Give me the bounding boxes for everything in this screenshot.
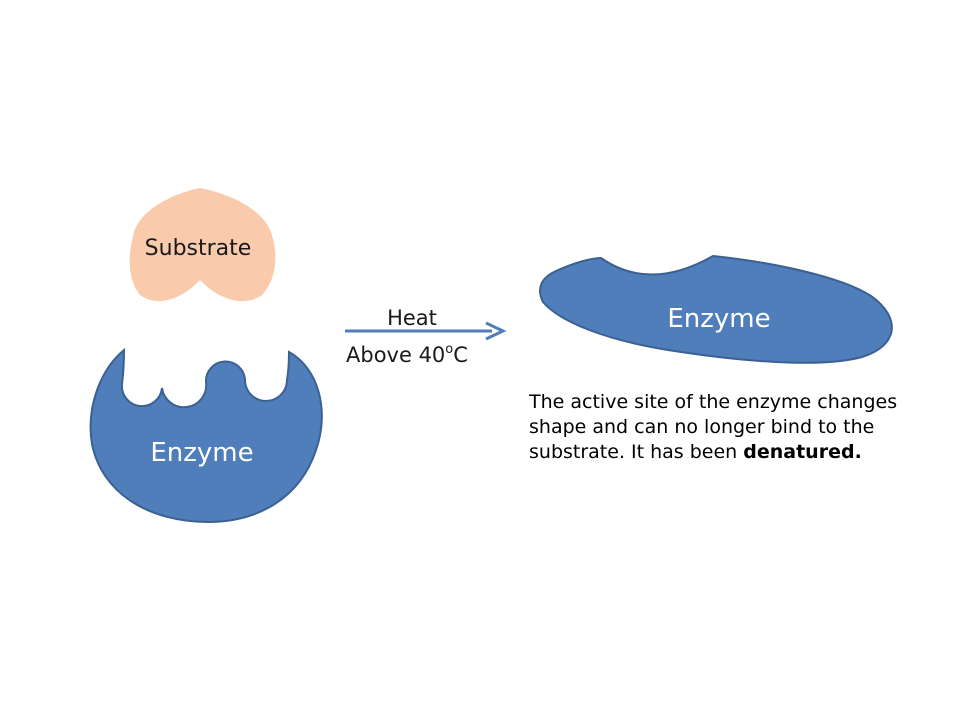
arrow-label-temperature-unit: C: [453, 343, 468, 367]
substrate-shape: [129, 188, 276, 302]
caption-line-2: shape and can no longer bind to the: [529, 416, 875, 438]
caption-denatured-term: denatured.: [743, 441, 862, 463]
enzyme-after-label: Enzyme: [667, 304, 770, 334]
enzyme-after-shape: [539, 254, 893, 364]
heat-arrow-head: [485, 321, 507, 341]
arrow-label-temperature-main: Above 40: [346, 343, 445, 367]
arrow-label-heat: Heat: [387, 306, 437, 330]
arrow-label-temperature-degree: o: [445, 342, 453, 357]
caption-line-3-text: substrate. It has been: [529, 441, 744, 463]
substrate-label: Substrate: [145, 236, 252, 261]
denaturation-caption: The active site of the enzyme changes sh…: [529, 390, 929, 465]
caption-line-1: The active site of the enzyme changes: [529, 391, 898, 413]
enzyme-before-shape: [89, 347, 323, 524]
enzyme-before-label: Enzyme: [150, 438, 253, 468]
arrow-label-temperature: Above 40oC: [346, 342, 468, 367]
caption-line-3: substrate. It has been denatured.: [529, 440, 929, 465]
